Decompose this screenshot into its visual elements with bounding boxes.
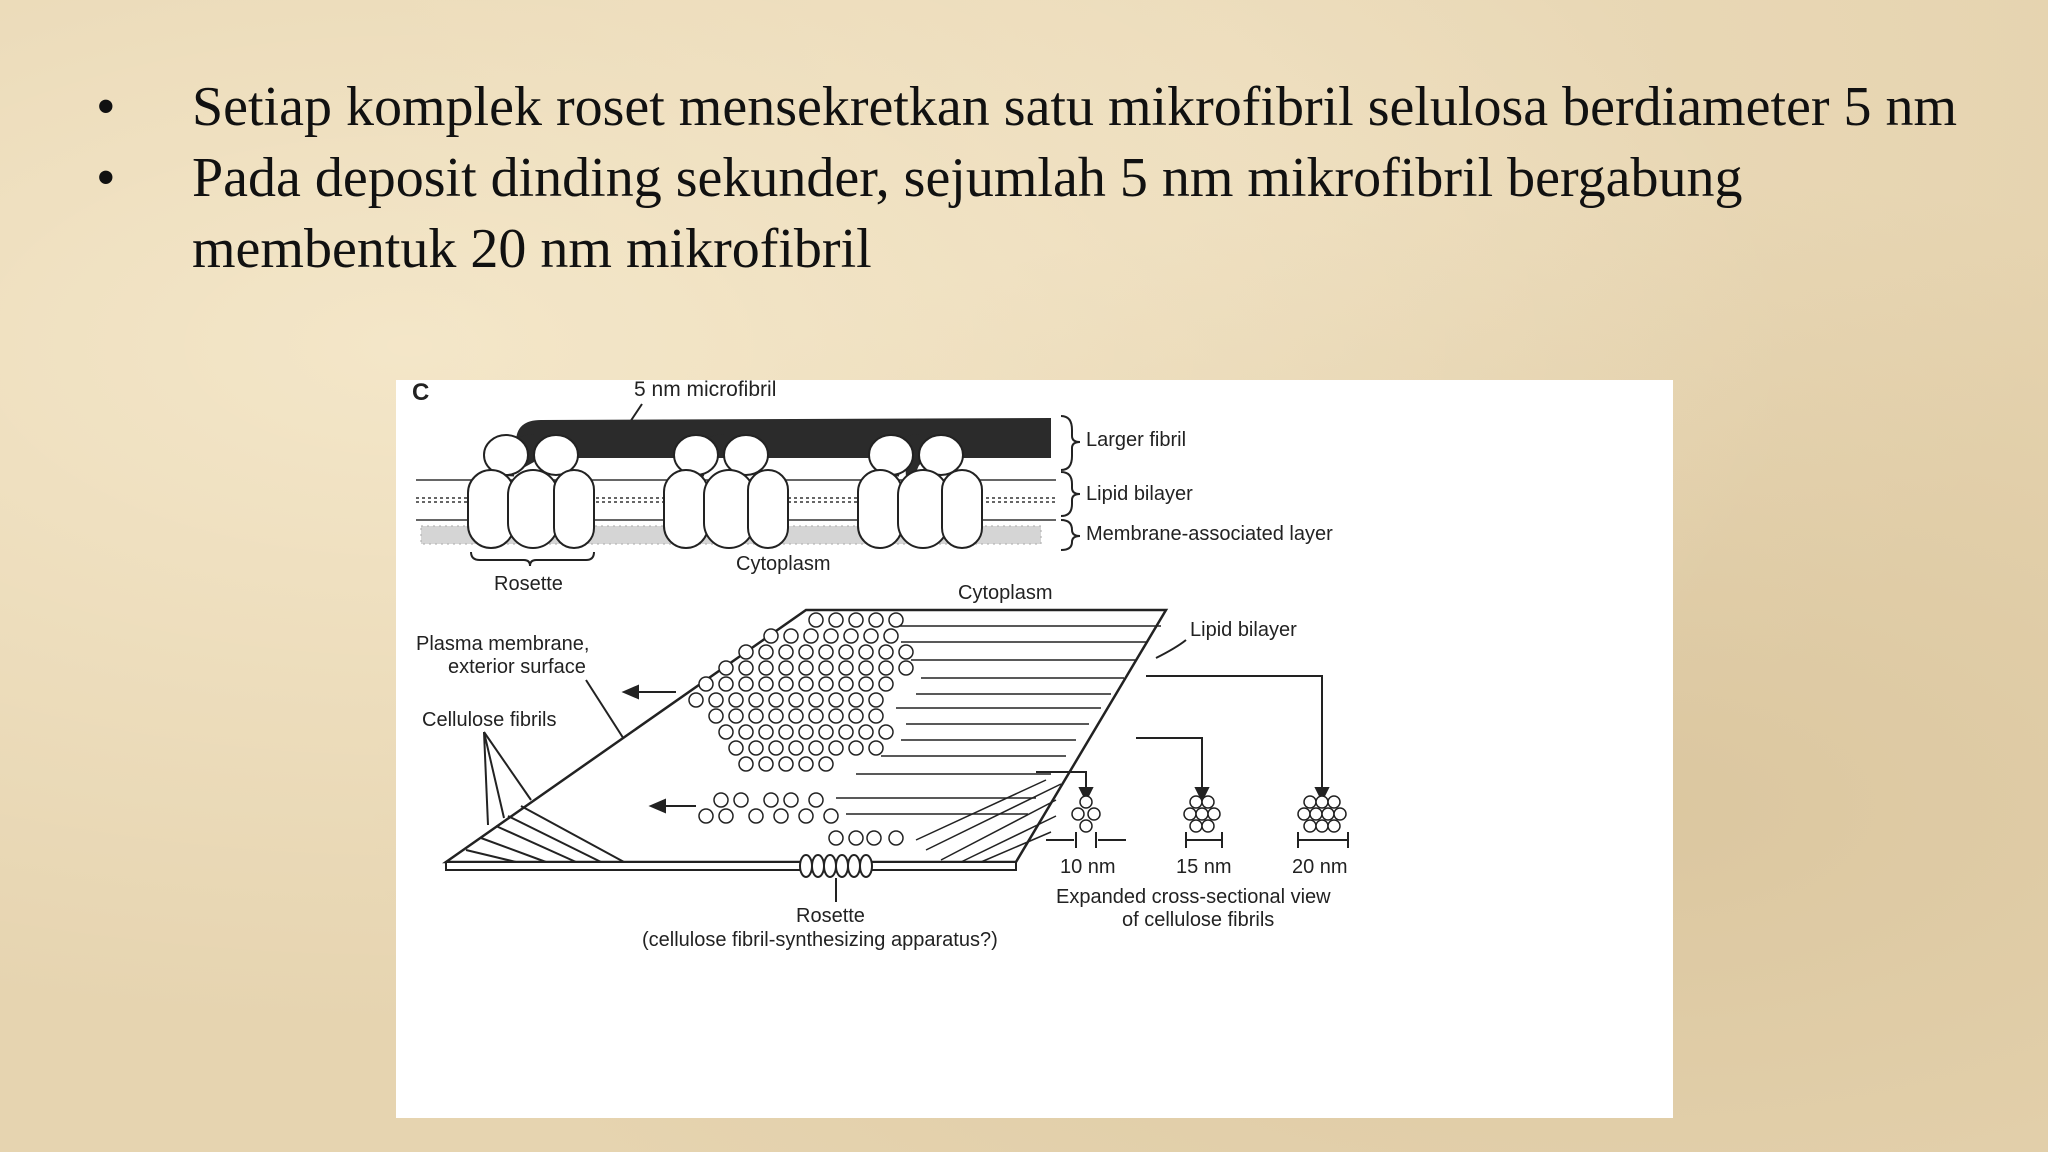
bullet-text: Setiap komplek roset mensekretkan satu m… <box>192 76 1958 138</box>
cellulose-synthesis-figure: C 5 nm microfibril Larger fibril Lipid b… <box>396 380 1673 1118</box>
left-arrows <box>621 684 696 814</box>
label-lipid-bilayer-bottom: Lipid bilayer <box>1190 619 1297 641</box>
bullet-item: • Pada deposit dinding sekunder, sejumla… <box>0 143 2048 285</box>
label-5nm-microfibril: 5 nm microfibril <box>634 380 776 401</box>
leader-lipid-bilayer <box>1155 639 1187 659</box>
label-rosette-note: (cellulose fibril-synthesizing apparatus… <box>642 929 998 951</box>
label-plasma-membrane-2: exterior surface <box>448 656 586 678</box>
bullet-marker: • <box>96 76 116 138</box>
label-rosette-bottom: Rosette <box>796 905 865 927</box>
brace-rosette <box>470 551 595 567</box>
diagonal-fibrils <box>915 779 1062 863</box>
label-cellulose-fibrils: Cellulose fibrils <box>422 709 557 731</box>
bullet-marker: • <box>96 147 116 209</box>
cross-section-15nm <box>1183 795 1221 833</box>
dimension-markers <box>1046 832 1349 848</box>
plasma-membrane-edge <box>445 861 1017 871</box>
bullet-text: Pada deposit dinding sekunder, sejumlah … <box>192 147 1743 280</box>
rosette-subunits <box>467 434 983 549</box>
caption-line-2: of cellulose fibrils <box>1122 909 1274 931</box>
label-membrane-layer: Membrane-associated layer <box>1086 523 1333 545</box>
figure-diagram: C 5 nm microfibril Larger fibril Lipid b… <box>412 380 1349 951</box>
cross-section-arrows <box>1036 675 1330 803</box>
label-cytoplasm-top: Cytoplasm <box>736 553 830 575</box>
cellulose-fibrils-hatch <box>465 805 625 863</box>
cross-section-10nm <box>1071 795 1101 833</box>
label-20nm: 20 nm <box>1292 856 1348 878</box>
larger-fibril-body <box>541 420 1051 458</box>
leader-cellulose-fibrils <box>483 731 532 826</box>
panel-letter: C <box>412 380 429 406</box>
label-rosette-top: Rosette <box>494 573 563 595</box>
label-lipid-bilayer-top: Lipid bilayer <box>1086 483 1193 505</box>
rosette-array <box>688 612 914 846</box>
brace-lipid-bilayer <box>1060 471 1081 517</box>
microfibril-lines <box>836 625 1161 815</box>
label-larger-fibril: Larger fibril <box>1086 429 1186 451</box>
brace-membrane-layer <box>1060 519 1081 551</box>
label-plasma-membrane-1: Plasma membrane, <box>416 633 589 655</box>
label-10nm: 10 nm <box>1060 856 1116 878</box>
brace-larger-fibril <box>1060 415 1081 471</box>
label-15nm: 15 nm <box>1176 856 1232 878</box>
rosette-membrane <box>799 854 873 878</box>
cross-section-20nm <box>1297 795 1347 833</box>
label-cytoplasm-bottom: Cytoplasm <box>958 582 1052 604</box>
leader-microfibril <box>629 403 643 423</box>
caption-line-1: Expanded cross-sectional view <box>1056 886 1331 908</box>
bullet-list: • Setiap komplek roset mensekretkan satu… <box>0 72 2048 285</box>
bullet-item: • Setiap komplek roset mensekretkan satu… <box>0 72 2048 143</box>
